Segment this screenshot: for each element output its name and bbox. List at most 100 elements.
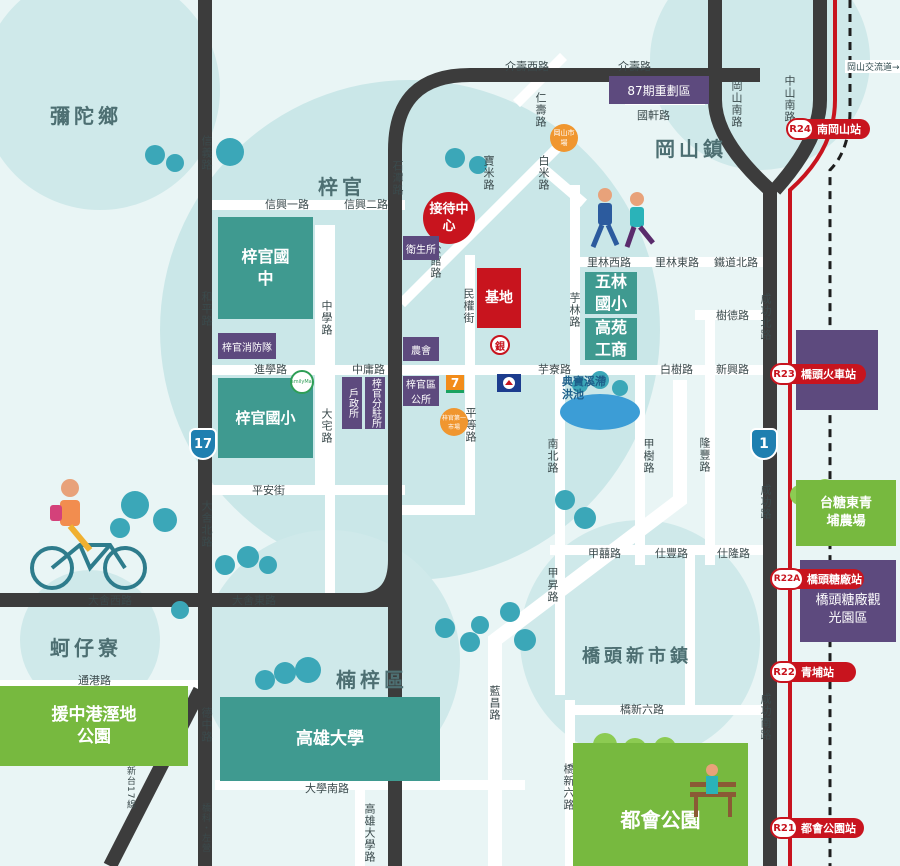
district-nanzi: 楠梓區 bbox=[336, 668, 408, 692]
road-label: 里林東路 bbox=[655, 256, 699, 269]
family-mart-logo: FamilyMart bbox=[290, 370, 314, 394]
flood-pond-label: 典寶溪滯洪池 bbox=[562, 375, 606, 401]
metro-station-r23[interactable]: R23 橋頭火車站 bbox=[770, 363, 866, 385]
national-highway-1-shield: 1 bbox=[750, 428, 778, 460]
station-name: 都會公園站 bbox=[801, 822, 856, 835]
road-label: 信興一路 bbox=[265, 198, 309, 211]
road-label: 里林西路 bbox=[587, 256, 631, 269]
road-label: 仕隆路 bbox=[717, 547, 750, 560]
farm-association-block: 農會 bbox=[403, 337, 439, 361]
wetland-park-block: 援中港溼地公園 bbox=[0, 686, 188, 766]
metro-station-r22a[interactable]: R22A 橋頭糖廠站 bbox=[770, 568, 864, 590]
road-label: 芋寮路 bbox=[538, 363, 571, 376]
provincial-highway-17-shield: 17 bbox=[189, 428, 217, 460]
road-label: 仕豐路 bbox=[655, 547, 688, 560]
gaoyuan-vocational-block: 高苑工商 bbox=[585, 318, 637, 360]
post-office-icon bbox=[497, 374, 521, 392]
household-office-block: 戶政所 bbox=[342, 377, 362, 429]
reception-center-marker[interactable]: 接待中心 bbox=[423, 192, 475, 244]
road-label: 高雄大學路 bbox=[363, 803, 376, 863]
station-name: 橋頭火車站 bbox=[801, 368, 856, 381]
interchange-sign: 岡山交流道→ bbox=[845, 60, 900, 73]
station-code: R22A bbox=[770, 568, 804, 590]
road-label: 白樹路 bbox=[660, 363, 693, 376]
first-market-marker: 梓官第一市場 bbox=[440, 408, 468, 436]
road-label: 通港路 bbox=[78, 674, 111, 687]
metro-station-r21[interactable]: R21 都會公園站 bbox=[770, 817, 864, 839]
road-label: 鐵道北路 bbox=[714, 256, 758, 269]
road-label: 民權街 bbox=[462, 288, 475, 324]
road-label: 成功路 bbox=[759, 484, 772, 520]
road-label: 大學南路 bbox=[305, 782, 349, 795]
runners-illustration bbox=[590, 188, 655, 248]
zone87-block: 87期重劃區 bbox=[609, 76, 709, 104]
metro-park-block: 都會公園 bbox=[573, 743, 748, 866]
nuk-block: 高雄大學 bbox=[220, 697, 440, 781]
road-label: 進學路 bbox=[254, 363, 287, 376]
district-mituo: 彌陀鄉 bbox=[50, 104, 122, 128]
township-office-block: 梓官區公所 bbox=[403, 376, 439, 406]
road-label: 平等路 bbox=[464, 407, 477, 443]
road-label: 樹德路 bbox=[716, 309, 749, 322]
cyclist-illustration bbox=[30, 479, 147, 590]
road-label: 橋科・左營 bbox=[200, 803, 210, 853]
road-label: 大舍東路 bbox=[232, 594, 276, 607]
station-name: 青埔站 bbox=[801, 666, 834, 679]
road-label: 甲昇路 bbox=[546, 567, 559, 603]
gangshan-market-marker: 岡山市場 bbox=[550, 124, 578, 152]
road-label: 德中路 bbox=[200, 707, 213, 743]
health-center-block: 衛生所 bbox=[403, 236, 439, 260]
bench-illustration bbox=[690, 764, 736, 817]
road-label: 介壽路 bbox=[618, 60, 651, 73]
road-label: 芋林路 bbox=[568, 292, 581, 328]
road-label: 甲樹路 bbox=[642, 438, 655, 474]
road-label: 寶米路 bbox=[482, 155, 495, 191]
station-code: R23 bbox=[770, 363, 798, 385]
road-label: 信興二路 bbox=[344, 198, 388, 211]
metro-station-r24[interactable]: R24 南岡山站 bbox=[786, 118, 870, 140]
station-name: 南岡山站 bbox=[817, 123, 861, 136]
road-label: 甲囍路 bbox=[588, 547, 621, 560]
road-label: 白米路 bbox=[537, 155, 550, 191]
metro-station-r22[interactable]: R22 青埔站 bbox=[770, 661, 856, 683]
station-code: R24 bbox=[786, 118, 814, 140]
police-branch-block: 梓官分駐所 bbox=[365, 377, 385, 429]
road-label: 國軒路 bbox=[637, 109, 670, 122]
road-label: 和平路 bbox=[200, 291, 213, 327]
road-label: 新台17線 bbox=[125, 766, 135, 810]
station-code: R21 bbox=[770, 817, 798, 839]
road-label: 岡山南路 bbox=[730, 80, 743, 128]
seven-eleven-logo: 7 bbox=[446, 375, 464, 393]
site-marker[interactable]: 基地 bbox=[477, 268, 521, 328]
road-label: 大舍西路 bbox=[88, 594, 132, 607]
road-label: 中庸路 bbox=[352, 363, 385, 376]
road-label: 橋新六路 bbox=[562, 763, 575, 811]
road-label: 成功北路 bbox=[759, 293, 772, 341]
post-office-icon-graphic bbox=[503, 377, 515, 389]
road-label: 藍昌路 bbox=[488, 685, 501, 721]
fire-brigade-block: 梓官消防隊 bbox=[218, 333, 276, 359]
road-label: 橋新六路 bbox=[620, 703, 664, 716]
road-label: 平安街 bbox=[252, 484, 285, 497]
district-ziguan: 梓官 bbox=[318, 175, 366, 199]
road-label: 大宅路 bbox=[320, 408, 333, 444]
wulin-elementary-block: 五林國小 bbox=[585, 272, 637, 314]
road-label: 南北路 bbox=[546, 438, 559, 474]
road-label: 中學路 bbox=[320, 300, 333, 336]
district-gangshan: 岡山鎮 bbox=[655, 137, 727, 161]
road-label: 隆豐路 bbox=[698, 437, 711, 473]
station-code: R22 bbox=[770, 661, 798, 683]
sugar-farm-block: 台糖東青埔農場 bbox=[796, 480, 896, 546]
road-label: 新興路 bbox=[716, 363, 749, 376]
road-label: 成功南路 bbox=[759, 693, 772, 741]
road-label: 石潭路 bbox=[391, 160, 404, 196]
road-label: 介壽西路 bbox=[505, 60, 549, 73]
ziguan-junior-high-block: 梓官國中 bbox=[218, 217, 313, 319]
road-label: 信義路 bbox=[200, 135, 213, 171]
road-label: 仁壽路 bbox=[534, 92, 547, 128]
station-name: 橋頭糖廠站 bbox=[807, 573, 862, 586]
bank-logo: 銀 bbox=[490, 335, 510, 355]
road-label: 大舍北路 bbox=[200, 500, 213, 548]
district-kezailiao: 蚵仔寮 bbox=[50, 636, 122, 660]
